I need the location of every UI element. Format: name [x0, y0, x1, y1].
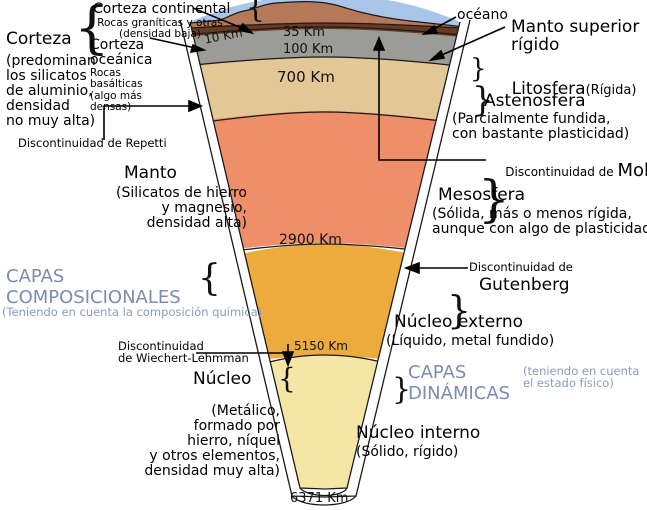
label-gutenberg: Gutenberg — [479, 275, 570, 295]
label-nucleo-externo: Núcleo externo — [394, 312, 524, 332]
label-capas-composicionales-note: (Teniendo en cuenta la composición quími… — [2, 305, 263, 319]
leader-repetti — [103, 105, 197, 140]
leader-moho — [378, 43, 486, 161]
label-moho: Discontinuidad de Moho — [490, 148, 647, 193]
label-corteza-oceanica: Corteza oceánica — [90, 37, 153, 69]
brace-nucleo: { — [278, 362, 296, 395]
label-manto: Manto — [124, 163, 177, 183]
label-litosfera-note: (Rígida) — [585, 83, 637, 99]
label-capas-dinamicas-note: (teniendo en cuenta el estado físico) — [523, 364, 640, 391]
annotation-arrows — [103, 7, 506, 368]
brace-capas-composicionales: { — [198, 258, 221, 299]
depth-label-100km: 100 Km — [283, 42, 334, 57]
depth-label-700km: 700 Km — [277, 68, 335, 86]
label-corteza-continental-detail: Rocas graníticas y otras (densidad baja) — [97, 17, 223, 41]
label-capas-dinamicas: CAPAS DINÁMICAS — [408, 362, 511, 404]
arrow-continental-crust — [192, 7, 250, 32]
depth-label-35km: 35 Km — [283, 25, 325, 40]
label-corteza: Corteza — [6, 29, 72, 49]
label-capas-composicionales: CAPAS COMPOSICIONALES — [6, 266, 181, 308]
label-corteza-continental: Corteza continental — [93, 1, 231, 17]
label-nucleo-externo-detail: (Líquido, metal fundido) — [386, 333, 555, 349]
depth-label-6371km: 6371 Km — [290, 491, 349, 506]
label-moho-name: Moho — [617, 159, 647, 181]
wedge-outline — [179, 19, 471, 506]
arrow-upper-mantle — [434, 26, 506, 59]
label-nucleo-interno: Núcleo interno — [356, 423, 481, 443]
label-litosfera-text: Litosfera — [511, 79, 586, 100]
label-moho-prefix: Discontinuidad de — [505, 164, 618, 179]
label-astenosfera: Astenosfera — [484, 91, 586, 111]
label-gutenberg-prefix: Discontinuidad de — [469, 260, 573, 274]
label-astenosfera-detail: (Parcialmente fundida, con bastante plas… — [452, 111, 630, 143]
label-nucleo-detail: (Metálico, formado por hierro, níquel y … — [144, 403, 280, 480]
depth-label-2900km: 2900 Km — [279, 232, 342, 248]
label-nucleo-interno-detail: (Sólido, rígido) — [356, 444, 459, 460]
depth-label-5150km: 5150 Km — [294, 339, 348, 353]
label-repetti: Discontinuidad de Repetti — [18, 136, 167, 150]
label-oceano: océano — [457, 7, 508, 23]
label-corteza-oceanica-detail: Rocas basálticas (algo más densas) — [90, 67, 143, 113]
brace-astenosfera: } — [472, 80, 494, 120]
brace-manto: { — [246, 0, 266, 25]
label-mesosfera-detail: (Sólida, más o menos rígida, aunque con … — [432, 206, 647, 238]
label-manto-superior-rigido: Manto superior rígido — [511, 17, 640, 56]
brace-mesosfera: } — [478, 170, 510, 228]
asthenosphere-layer — [190, 57, 460, 135]
brace-nucleo-interno: } — [392, 372, 412, 407]
label-manto-detail: (Silicatos de hierro y magnesio, densida… — [116, 185, 247, 232]
label-mesosfera: Mesosfera — [438, 185, 526, 205]
label-nucleo: Núcleo — [193, 369, 252, 389]
label-litosfera: Litosfera(Rígida) — [490, 62, 637, 117]
brace-litosfera: } — [470, 54, 487, 84]
brace-nucleo-externo: } — [447, 288, 472, 332]
brace-corteza: { — [74, 0, 110, 61]
label-wiechert-lehmman: Discontinuidad de Wiechert-Lehmman — [118, 339, 249, 366]
label-corteza-detail: (predominan los silicatos de aluminio, d… — [6, 53, 96, 130]
